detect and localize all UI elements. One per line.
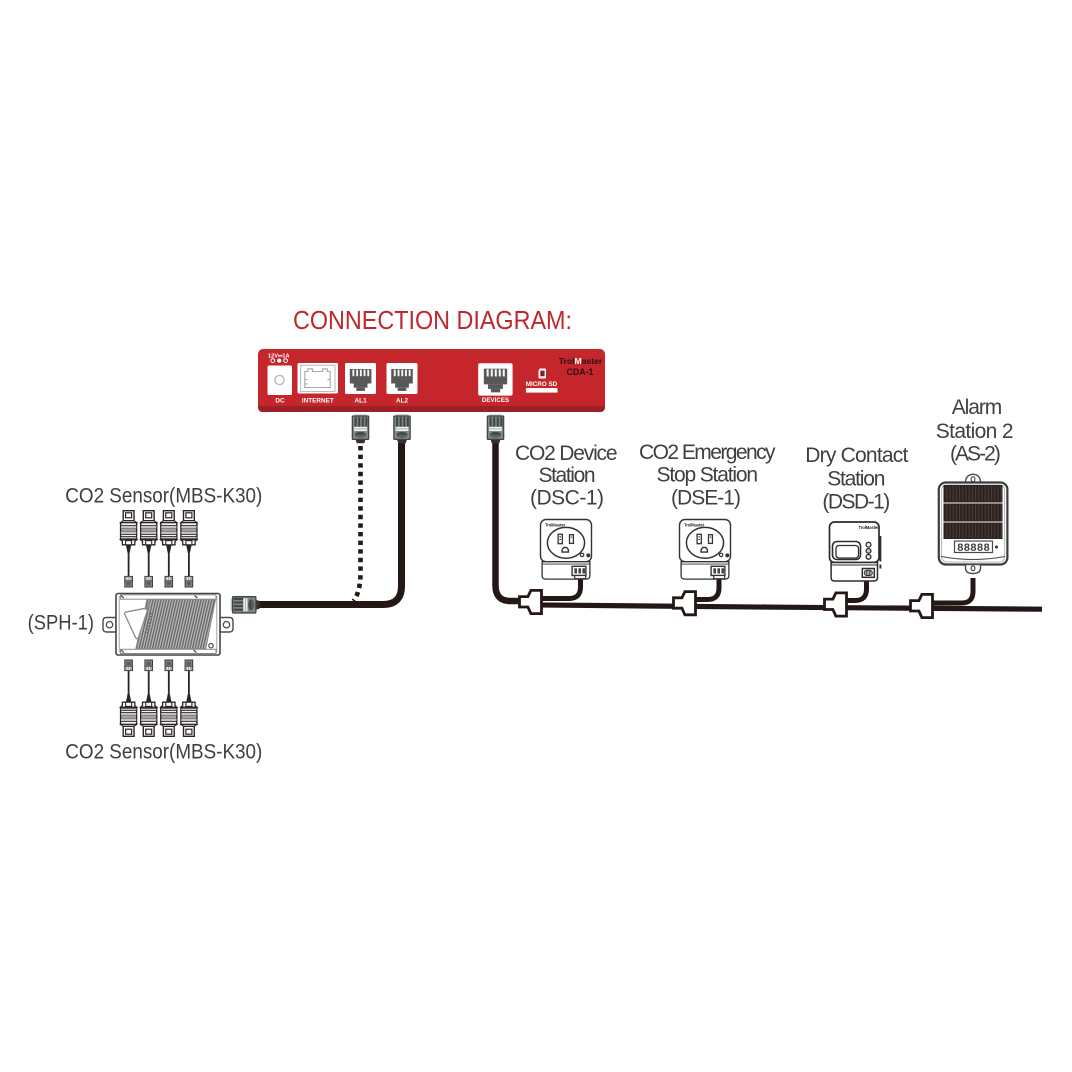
svg-text:INTERNET: INTERNET: [302, 398, 334, 405]
svg-text:(AS-2): (AS-2): [950, 443, 1001, 466]
svg-text:Alarm: Alarm: [952, 396, 1003, 419]
svg-text:CO2 Sensor(MBS-K30): CO2 Sensor(MBS-K30): [65, 485, 262, 508]
svg-text:CO2 Emergency: CO2 Emergency: [639, 441, 776, 464]
svg-text:(DSD-1): (DSD-1): [822, 491, 890, 514]
svg-text:AL2: AL2: [396, 398, 409, 405]
svg-text:Station: Station: [538, 464, 595, 487]
svg-text:CO2 Sensor(MBS-K30): CO2 Sensor(MBS-K30): [65, 741, 262, 764]
svg-text:CONNECTION DIAGRAM:: CONNECTION DIAGRAM:: [293, 305, 572, 335]
svg-text:TrolMaster: TrolMaster: [559, 356, 603, 366]
svg-text:DC: DC: [275, 398, 285, 405]
svg-text:MICRO SD: MICRO SD: [526, 381, 558, 388]
svg-text:12V⎓1A: 12V⎓1A: [268, 354, 290, 360]
svg-text:AL1: AL1: [355, 398, 368, 405]
svg-text:(DSC-1): (DSC-1): [530, 487, 604, 510]
svg-text:CO2 Device: CO2 Device: [515, 442, 618, 465]
svg-text:CDA-1: CDA-1: [567, 367, 594, 377]
svg-text:Station 2: Station 2: [936, 420, 1014, 443]
svg-text:TrolMaster: TrolMaster: [859, 525, 880, 530]
svg-text:Stop Station: Stop Station: [657, 464, 759, 487]
svg-text:DEVICES: DEVICES: [482, 397, 509, 404]
svg-text:Station: Station: [827, 468, 885, 491]
svg-text:Dry Contact: Dry Contact: [805, 444, 908, 467]
svg-text:(DSE-1): (DSE-1): [671, 487, 741, 510]
svg-text:88888: 88888: [957, 543, 990, 555]
svg-text:(SPH-1): (SPH-1): [28, 612, 94, 635]
